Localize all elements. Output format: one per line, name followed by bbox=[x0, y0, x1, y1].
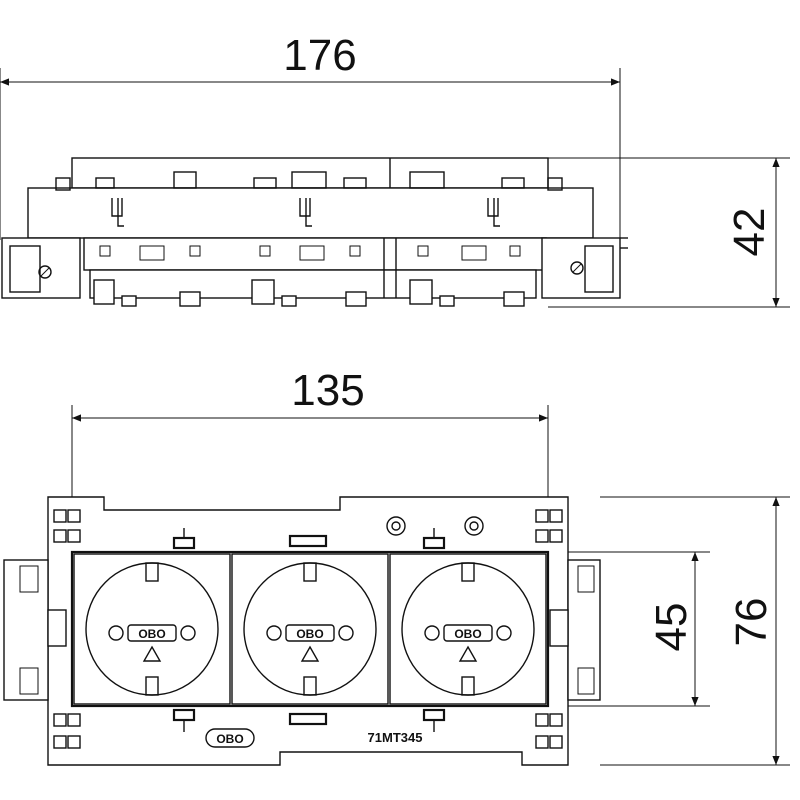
warning-triangle-icon bbox=[300, 645, 320, 662]
dimension-frame-width: 135 bbox=[71, 366, 549, 500]
socket-brand-label: OBO bbox=[296, 627, 323, 641]
pin-hole bbox=[108, 625, 124, 641]
pin-hole bbox=[424, 625, 440, 641]
socket-brand-label: OBO bbox=[454, 627, 481, 641]
pin-hole bbox=[338, 625, 354, 641]
dimension-total-width: 176 bbox=[0, 31, 621, 245]
obo-logo-plate bbox=[205, 728, 255, 748]
dimension-frame-height: 76 bbox=[600, 496, 790, 766]
socket-brand-label: OBO bbox=[138, 627, 165, 641]
socket-insert: OBO OBO OBO bbox=[70, 550, 550, 708]
dimension-label-insert-height: 45 bbox=[647, 603, 696, 652]
pin-hole bbox=[496, 625, 512, 641]
socket-module: OBO bbox=[231, 553, 389, 705]
warning-triangle-icon bbox=[458, 645, 478, 662]
dimension-height: 42 bbox=[548, 157, 790, 308]
dimension-label-frame-width: 135 bbox=[291, 366, 364, 415]
socket-module: OBO bbox=[73, 553, 231, 705]
frame-logo: OBO bbox=[216, 732, 243, 746]
pin-hole bbox=[266, 625, 282, 641]
dimension-label-frame-height: 76 bbox=[727, 598, 776, 647]
side-view: 176 42 bbox=[0, 31, 790, 308]
warning-triangle-icon bbox=[142, 645, 162, 662]
frame-plate: OBO 71MT345 bbox=[3, 496, 601, 766]
dimension-label-height: 42 bbox=[725, 208, 774, 257]
dimension-insert-height: 45 bbox=[548, 551, 710, 707]
dimension-label-total-width: 176 bbox=[283, 31, 356, 80]
product-code: 71MT345 bbox=[368, 730, 423, 745]
side-body bbox=[1, 157, 628, 307]
front-view: 135 45 76 bbox=[3, 366, 790, 766]
socket-module: OBO bbox=[389, 553, 547, 705]
pin-hole bbox=[180, 625, 196, 641]
corner-holes bbox=[53, 509, 563, 749]
